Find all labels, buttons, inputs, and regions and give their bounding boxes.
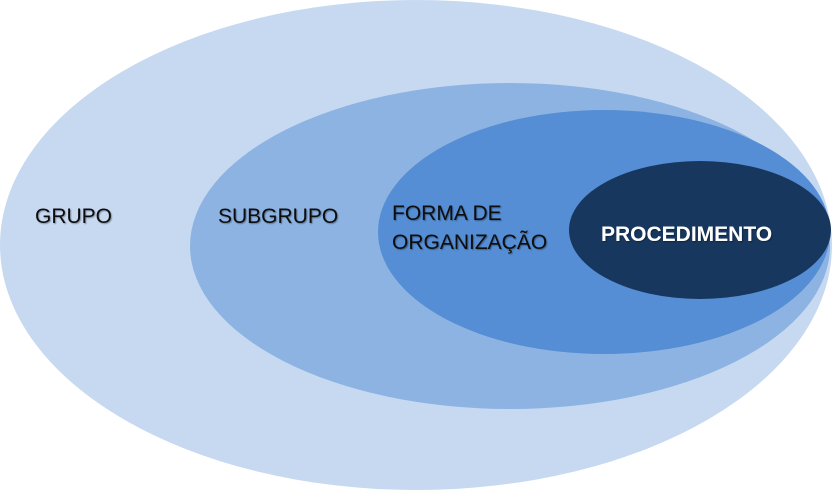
label-forma-line-2: ORGANIZAÇÃO [392,230,547,254]
label-grupo: GRUPO [35,205,112,228]
ellipse-procedimento [569,161,831,299]
label-forma-line-1: FORMA DE [392,202,502,225]
label-subgrupo: SUBGRUPO [218,205,338,228]
label-forma-de-organizacao: FORMA DE ORGANIZAÇÃO [392,202,547,254]
label-procedimento: PROCEDIMENTO [601,223,772,246]
